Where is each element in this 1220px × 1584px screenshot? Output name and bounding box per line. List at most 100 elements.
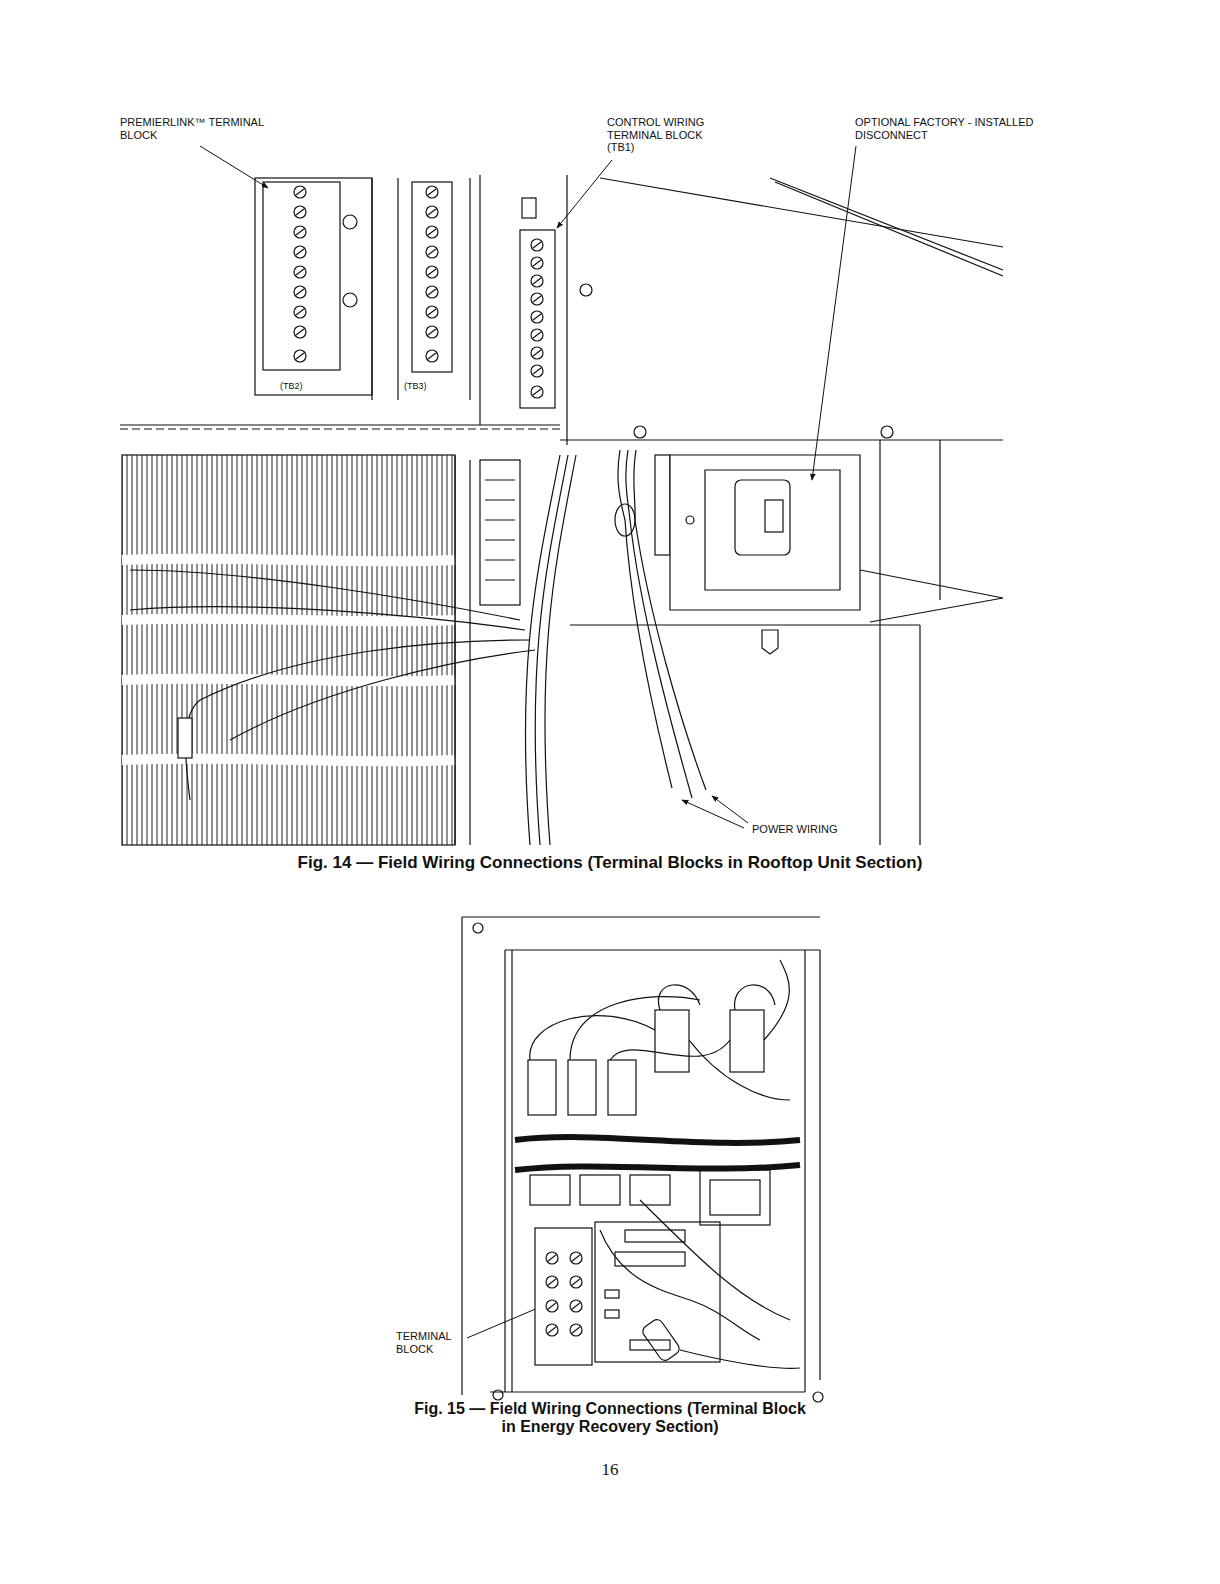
disconnect-plate (705, 470, 840, 590)
mount-screw (881, 426, 893, 438)
screw (426, 206, 438, 218)
disconnect-handle (765, 500, 783, 532)
sensor (178, 718, 192, 758)
label-anchor: POWER WIRING (752, 823, 862, 836)
relay-base (630, 1175, 670, 1205)
board-connector (615, 1252, 685, 1266)
relay (655, 1010, 689, 1072)
part-label: (TB2) (280, 381, 320, 391)
tb3-block (412, 182, 452, 372)
screw (531, 275, 543, 287)
coil-tube (122, 679, 455, 682)
screw (546, 1324, 558, 1336)
label-anchor: (TB2) (280, 381, 320, 391)
wire (610, 1040, 730, 1060)
wire (186, 640, 530, 800)
frame-line (454, 455, 455, 845)
screw (426, 246, 438, 258)
relay (608, 1060, 636, 1115)
relay-base (580, 1175, 620, 1205)
screw (294, 326, 306, 338)
screw (531, 311, 543, 323)
mount-screw (634, 426, 646, 438)
wire-bundle (515, 1137, 800, 1143)
screw (426, 186, 438, 198)
latch (762, 630, 778, 654)
relay (568, 1060, 596, 1115)
shelf (860, 570, 1003, 622)
relay (730, 1010, 764, 1072)
wire (680, 1350, 800, 1368)
mount-screw (580, 284, 592, 296)
panel-edge (120, 424, 560, 425)
frame-line (560, 439, 1003, 440)
callout-label: CONTROL WIRING TERMINAL BLOCK (TB1) (607, 116, 712, 154)
screw (570, 1276, 582, 1288)
leader-line (557, 160, 612, 228)
cabinet-edge (505, 949, 820, 950)
screw (531, 293, 543, 305)
wire (764, 960, 789, 1040)
label-anchor: OPTIONAL FACTORY - INSTALLED DISCONNECT (855, 116, 1060, 141)
board-part (605, 1310, 619, 1318)
wire (545, 455, 576, 845)
wire (130, 607, 525, 630)
screw (531, 347, 543, 359)
screw (294, 286, 306, 298)
figure-caption: Fig. 14 — Field Wiring Connections (Term… (160, 853, 1060, 873)
wire (658, 985, 700, 1010)
label-anchor: PREMIERLINK™ TERMINAL BLOCK (120, 116, 280, 141)
screw (294, 226, 306, 238)
fuse-strip (480, 460, 520, 605)
figure-caption: Fig. 15 — Field Wiring Connections (Term… (412, 1400, 808, 1437)
panel-edge (479, 175, 480, 425)
callout-label: PREMIERLINK™ TERMINAL BLOCK (120, 116, 280, 141)
screw (570, 1324, 582, 1336)
label-anchor: Fig. 15 — Field Wiring Connections (Term… (412, 1400, 808, 1437)
screw (426, 350, 438, 362)
label-anchor: Fig. 14 — Field Wiring Connections (Term… (160, 853, 1060, 873)
screw (426, 226, 438, 238)
wire (530, 1016, 655, 1060)
callout-label: POWER WIRING (752, 823, 862, 836)
screw (531, 386, 543, 398)
transformer-core (710, 1180, 760, 1215)
leader-line (467, 1305, 545, 1338)
cabinet-edge (879, 440, 880, 845)
label-anchor: CONTROL WIRING TERMINAL BLOCK (TB1) (607, 116, 712, 154)
board-part (605, 1290, 619, 1298)
plug (641, 1317, 682, 1362)
screw (426, 286, 438, 298)
coil-tube (122, 759, 455, 762)
leader-line (812, 146, 856, 480)
page-number: 16 (580, 1460, 640, 1480)
cabinet-edge (504, 950, 505, 1392)
fig15-drawing (462, 917, 823, 1402)
bracket-line (371, 178, 372, 400)
bracket-line (469, 178, 470, 400)
mount-screw (473, 923, 483, 933)
mount-screw (343, 293, 357, 307)
leader-line (682, 800, 744, 828)
fuse-strip-cells (485, 480, 515, 580)
screw (294, 350, 306, 362)
disconnect-switch (735, 480, 790, 555)
power-wire (618, 450, 672, 788)
label-anchor: (TB3) (404, 381, 444, 391)
wire (130, 570, 520, 620)
screw (531, 257, 543, 269)
relay (528, 1060, 556, 1115)
wire (230, 650, 535, 740)
frame-line (775, 182, 1003, 276)
terminal-block-screws (546, 1252, 582, 1336)
coil-tube (122, 559, 455, 562)
mount-screw (813, 1392, 823, 1402)
screw (570, 1300, 582, 1312)
part-label: (TB3) (404, 381, 444, 391)
frame-line (770, 178, 1003, 270)
cabinet-edge (511, 950, 512, 1392)
panel-edge (120, 428, 560, 429)
leader-lines (200, 146, 856, 1338)
